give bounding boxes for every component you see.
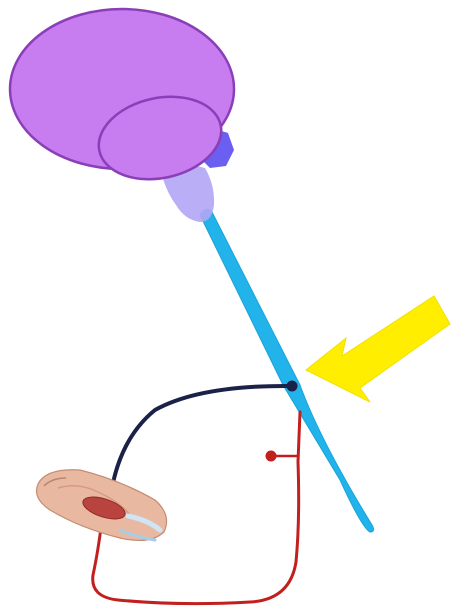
yellow-arrow-icon [306, 296, 450, 402]
motor-neuron-icon [110, 386, 292, 500]
sensory-node-icon [266, 451, 277, 462]
synapse-node-icon [287, 381, 298, 392]
arm-muscle-icon [37, 470, 167, 541]
